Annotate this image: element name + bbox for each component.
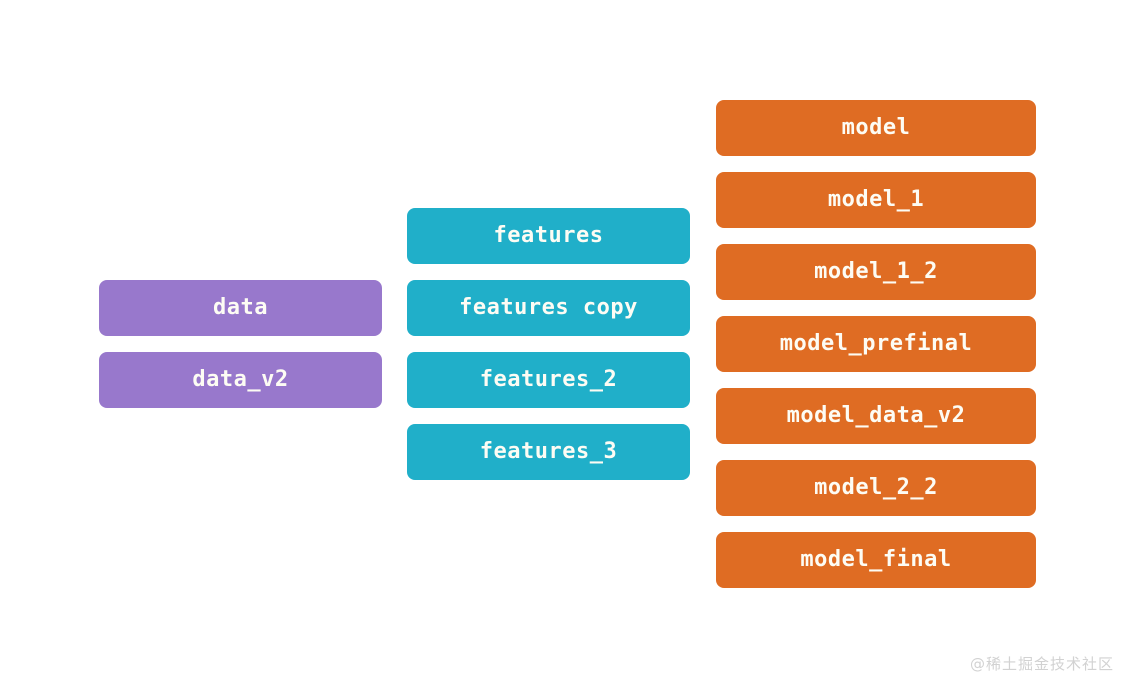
box-label: data — [213, 295, 268, 320]
box-label: features copy — [459, 295, 638, 320]
box-model-data-v2[interactable]: model_data_v2 — [716, 388, 1036, 444]
box-features-2[interactable]: features_2 — [407, 352, 690, 408]
features-column: features features copy features_2 featur… — [407, 208, 690, 480]
box-label: model — [841, 115, 911, 140]
box-label: features_3 — [479, 439, 618, 464]
box-data[interactable]: data — [99, 280, 382, 336]
model-column: model model_1 model_1_2 model_prefinal m… — [716, 100, 1036, 588]
box-label: data_v2 — [192, 367, 289, 392]
box-model-final[interactable]: model_final — [716, 532, 1036, 588]
box-data-v2[interactable]: data_v2 — [99, 352, 382, 408]
box-label: model_2_2 — [814, 475, 938, 500]
box-label: model_prefinal — [779, 331, 973, 356]
box-label: model_final — [800, 547, 952, 572]
data-column: data data_v2 — [99, 280, 382, 408]
box-features-3[interactable]: features_3 — [407, 424, 690, 480]
box-features-copy[interactable]: features copy — [407, 280, 690, 336]
box-label: model_data_v2 — [786, 403, 966, 428]
box-label: features — [493, 223, 604, 248]
watermark: @稀土掘金技术社区 — [969, 655, 1114, 673]
box-features[interactable]: features — [407, 208, 690, 264]
box-model-1[interactable]: model_1 — [716, 172, 1036, 228]
box-label: model_1 — [827, 187, 925, 212]
box-label: model_1_2 — [814, 259, 938, 284]
box-model-1-2[interactable]: model_1_2 — [716, 244, 1036, 300]
box-label: features_2 — [479, 367, 618, 392]
box-model-prefinal[interactable]: model_prefinal — [716, 316, 1036, 372]
box-model[interactable]: model — [716, 100, 1036, 156]
box-model-2-2[interactable]: model_2_2 — [716, 460, 1036, 516]
